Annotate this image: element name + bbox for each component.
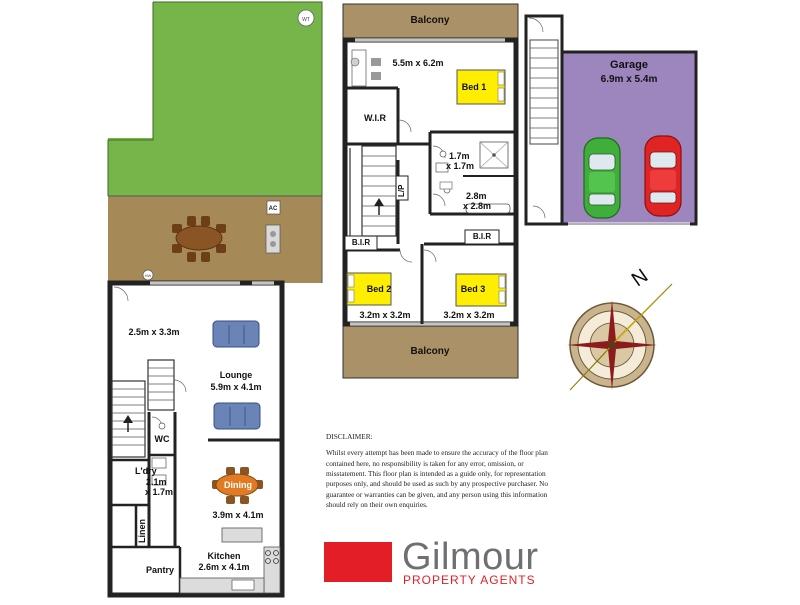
laundry-dims-2: x 1.7m xyxy=(145,487,174,497)
car-red-icon xyxy=(644,135,682,217)
dining-table-icon xyxy=(212,467,263,504)
balcony-bottom-label: Balcony xyxy=(410,346,450,357)
lp-label: L/P xyxy=(397,184,406,197)
linen-label: Linen xyxy=(137,519,147,543)
first-floor xyxy=(342,3,519,379)
cooktop-icon xyxy=(265,550,279,564)
disclaimer: DISCLAIMER: Whilst every attempt has bee… xyxy=(326,432,558,511)
compass-icon xyxy=(567,283,673,391)
kitchen-name: Kitchen xyxy=(207,551,241,561)
lawn-lower xyxy=(108,138,322,196)
sofa-icon xyxy=(213,402,261,430)
ensuite-dims-2: x 1.7m xyxy=(446,161,475,171)
water-tank-icon xyxy=(297,9,315,27)
wir-label: W.I.R xyxy=(364,113,386,123)
ground-floor xyxy=(107,1,323,598)
bed-3-dims: 3.2m x 3.2m xyxy=(443,310,495,320)
desk-icon xyxy=(351,49,367,87)
lounge-dims: 5.9m x 4.1m xyxy=(210,382,262,392)
compass-north-label: N xyxy=(628,265,652,291)
room-a-dims: 2.5m x 3.3m xyxy=(128,327,180,337)
ac-label: AC xyxy=(269,206,278,212)
hot-water-icon xyxy=(142,269,154,281)
pantry-label: Pantry xyxy=(145,565,175,575)
ensuite-dims-1: 1.7m xyxy=(449,151,470,161)
bbq-icon xyxy=(265,224,281,254)
bed-2-label: Bed 2 xyxy=(366,284,392,294)
laundry-name: L'dry xyxy=(135,466,157,476)
bir-right-label: B.I.R xyxy=(472,232,492,241)
bed-3-label: Bed 3 xyxy=(460,284,486,294)
garage-plan xyxy=(524,14,698,226)
bir-left-label: B.I.R xyxy=(351,238,371,247)
logo-wordmark: Gilmour xyxy=(402,536,539,578)
stair-arrow-icon xyxy=(374,198,384,206)
hw-label: HW xyxy=(145,273,152,278)
outdoor-dining-table-icon xyxy=(172,216,226,262)
wt-label: WT xyxy=(302,17,310,23)
bed-2-icon xyxy=(346,272,392,306)
disclaimer-body: Whilst every attempt has been made to en… xyxy=(326,448,549,510)
logo-tagline: PROPERTY AGENTS xyxy=(403,573,536,587)
bed-1-icon xyxy=(456,69,506,105)
lounge-name: Lounge xyxy=(219,370,253,380)
sink-icon xyxy=(231,579,255,591)
bed-1-label: Bed 1 xyxy=(461,82,487,92)
patio-east xyxy=(282,196,322,283)
garage-dims: 6.9m x 5.4m xyxy=(600,74,658,85)
logo-red-square xyxy=(324,542,392,582)
disclaimer-heading: DISCLAIMER: xyxy=(326,432,373,441)
bed-3-icon xyxy=(455,273,507,307)
bathtub-icon xyxy=(465,203,511,214)
wc-label: WC xyxy=(154,434,170,444)
lawn-main xyxy=(153,2,322,142)
kitchen-bench xyxy=(263,546,281,594)
car-green-icon xyxy=(583,137,621,219)
kitchen-bench xyxy=(221,527,263,543)
toilet-icon xyxy=(158,422,166,430)
balcony-top-label: Balcony xyxy=(410,15,450,26)
garage-name: Garage xyxy=(610,59,648,71)
bed-2-dims: 3.2m x 3.2m xyxy=(359,310,411,320)
kitchen-dims: 2.6m x 4.1m xyxy=(198,562,250,572)
stair-arrow-icon xyxy=(123,415,133,423)
bath-dims-2: x 2.8m xyxy=(463,201,492,211)
dining-name: Dining xyxy=(224,480,252,490)
bath-dims-1: 2.8m xyxy=(466,191,487,201)
master-dims: 5.5m x 6.2m xyxy=(392,58,444,68)
ac-unit-icon xyxy=(266,200,281,215)
gilmour-logo: Gilmour PROPERTY AGENTS xyxy=(324,536,564,588)
first-floor-stairs xyxy=(361,145,397,237)
sofa-icon xyxy=(212,320,260,348)
dining-dims: 3.9m x 4.1m xyxy=(212,510,264,520)
laundry-dims-1: 2.1m xyxy=(146,477,167,487)
